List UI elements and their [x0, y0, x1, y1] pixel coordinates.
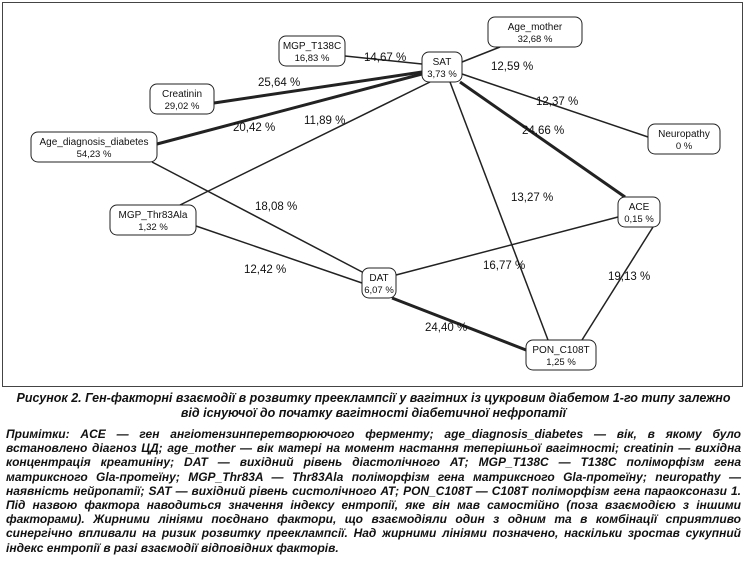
node-entropy-value: 3,73 %	[427, 69, 457, 80]
node-name: Neuropathy	[658, 129, 710, 140]
node-entropy-value: 6,07 %	[364, 285, 394, 296]
edge-mgp-thr83ala-dat	[195, 225, 363, 284]
edge-label-age-diag-sat: 20,42 %	[233, 122, 275, 134]
node-entropy-value: 0 %	[676, 141, 693, 152]
edge-label-mgp-thr83ala-dat: 12,42 %	[244, 264, 286, 276]
edge-creatinin-sat	[213, 70, 423, 105]
node-name: MGP_T138C	[283, 41, 341, 52]
node-box	[525, 339, 597, 371]
edge-dat-pon-c108t	[391, 296, 527, 352]
node-box	[617, 196, 661, 228]
node-box	[421, 51, 463, 83]
edge-mgp-thr83ala-sat	[179, 81, 431, 206]
edge-label-dat-pon-c108t: 24,40 %	[425, 322, 467, 334]
figure-notes: Примітки: ACE — ген ангіотензинперетворю…	[6, 427, 741, 555]
node-box	[361, 267, 397, 299]
node-entropy-value: 16,83 %	[295, 53, 330, 64]
edge-label-mgp-thr83ala-sat: 11,89 %	[304, 115, 345, 127]
node-box	[149, 83, 215, 115]
figure-frame	[2, 2, 743, 387]
node-box	[278, 35, 346, 67]
figure-caption: Рисунок 2. Ген-факторні взаємодії в розв…	[16, 391, 731, 420]
node-name: Creatinin	[162, 89, 202, 100]
node-entropy-value: 1,32 %	[138, 222, 168, 233]
edge-label-age-diag-dat: 18,08 %	[255, 201, 297, 213]
edge-age-mother-sat	[461, 46, 501, 63]
node-name: MGP_Thr83Ala	[119, 210, 188, 221]
edge-label-ace-sat: 24,66 %	[522, 125, 564, 137]
factor-interaction-diagram: 14,67 % 12,59 % 25,64 % 20,42 % 11,89 % 12,37…	[30, 16, 721, 371]
node-box	[647, 123, 721, 155]
edge-ace-sat	[459, 80, 626, 199]
node-box	[109, 204, 197, 236]
node-box	[30, 131, 158, 163]
node-name: PON_C108T	[532, 345, 589, 356]
node-entropy-value: 29,02 %	[165, 101, 200, 112]
edge-age-diag-dat	[151, 161, 367, 275]
node-entropy-value: 0,15 %	[624, 214, 654, 225]
node-name: Age_mother	[508, 22, 563, 33]
node-box	[487, 16, 583, 48]
node-entropy-value: 54,23 %	[77, 149, 112, 160]
node-name: ACE	[629, 202, 650, 213]
edge-label-neuropathy-sat: 12,37 %	[536, 96, 578, 108]
node-entropy-value: 32,68 %	[518, 34, 553, 45]
node-name: Age_diagnosis_diabetes	[40, 137, 149, 148]
edge-label-pon-c108t-sat: 13,27 %	[511, 192, 553, 204]
edge-label-creatinin-sat: 25,64 %	[258, 77, 300, 89]
edge-label-ace-pon-c108t: 19,13 %	[608, 271, 650, 283]
edge-neuropathy-sat	[461, 73, 649, 138]
node-name: DAT	[369, 273, 388, 284]
edge-ace-pon-c108t	[581, 226, 654, 341]
node-entropy-value: 1,25 %	[546, 357, 576, 368]
node-name: SAT	[433, 57, 452, 68]
edge-pon-c108t-sat	[449, 81, 549, 341]
edge-label-dat-ace: 16,77 %	[483, 260, 525, 272]
edge-mgp-t138c-sat	[344, 55, 423, 65]
edge-label-mgp-t138c-sat: 14,67 %	[364, 52, 406, 64]
edge-age-diag-sat	[156, 72, 423, 146]
edge-label-age-mother-sat: 12,59 %	[491, 61, 533, 73]
edge-dat-ace	[395, 216, 619, 276]
